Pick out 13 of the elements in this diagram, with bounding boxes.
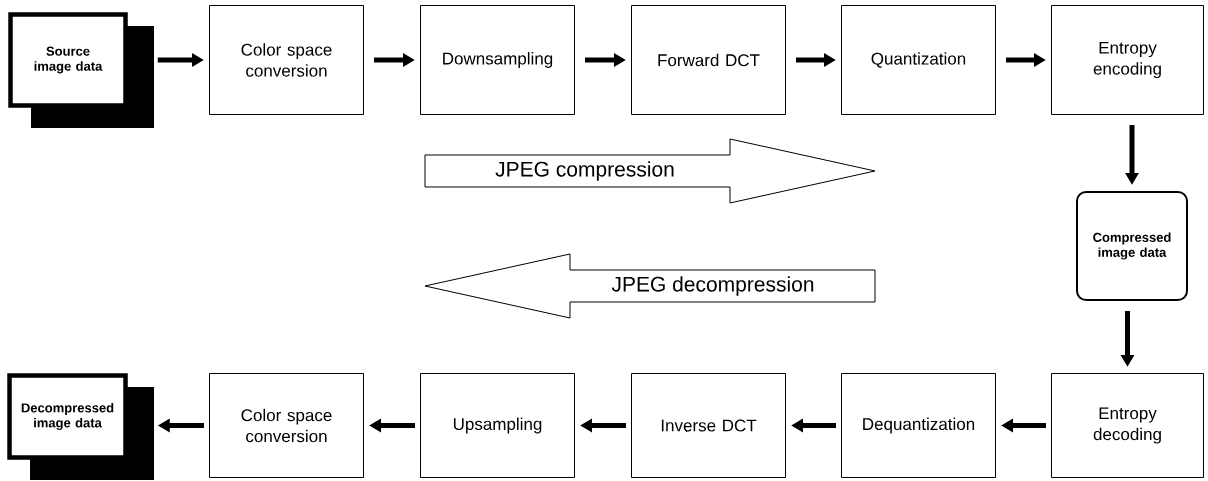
process-box: Forward DCT [631, 5, 786, 115]
process-box: Downsampling [420, 5, 575, 115]
process-box: Entropy decoding [1051, 373, 1204, 478]
process-box: Color space conversion [209, 373, 364, 478]
process-box: Inverse DCT [631, 373, 786, 478]
process-box: Color space conversion [209, 5, 364, 115]
process-box: Entropy encoding [1051, 5, 1204, 115]
process-box: Quantization [841, 5, 996, 115]
document-box: Decompressed image data [7, 373, 154, 480]
data-box: Compressed image data [1076, 191, 1188, 301]
document-box: Source image data [8, 12, 154, 128]
process-box: Upsampling [420, 373, 575, 478]
process-box: Dequantization [841, 373, 996, 478]
